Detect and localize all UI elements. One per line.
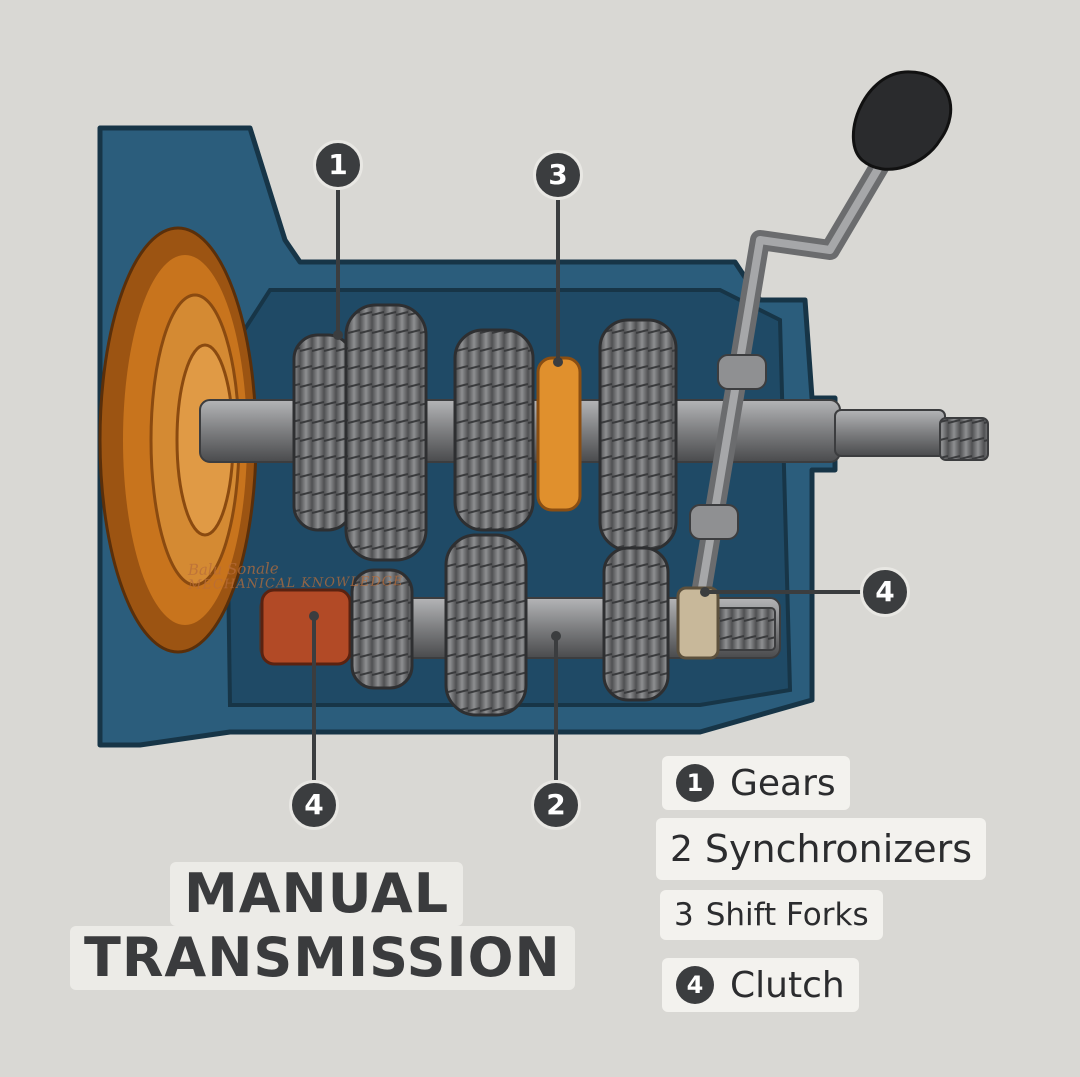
callout-gears: 1 — [313, 140, 363, 190]
watermark: Balu Sonale MECHANICAL KNOWLEDGE — [187, 559, 404, 593]
gear-4 — [598, 318, 678, 552]
callout-countershaft: 2 — [531, 780, 581, 830]
lower-gear-2 — [444, 533, 528, 717]
callout-clutch: 4 — [289, 780, 339, 830]
lower-gear-1 — [350, 568, 414, 690]
page-title-line2: TRANSMISSION — [70, 926, 575, 990]
callout-synchronizer: 3 — [533, 150, 583, 200]
gear-1 — [292, 333, 354, 532]
legend-label: Clutch — [730, 964, 845, 1006]
callout-dots — [309, 330, 710, 641]
legend-item-clutch: 4 Clutch — [662, 958, 859, 1012]
lower-gear-3 — [602, 546, 670, 702]
callout-shift-fork: 4 — [860, 567, 910, 617]
synchronizer-ring — [536, 356, 582, 512]
legend-item-gears: 1 Gears — [662, 756, 850, 810]
shift-lever — [689, 70, 953, 610]
legend-label: Gears — [730, 762, 836, 804]
legend-item-synchronizers: 2 Synchronizers — [656, 818, 987, 880]
flywheel — [98, 226, 258, 654]
legend-number: 3 — [674, 897, 694, 933]
callout-leaders — [312, 190, 862, 780]
page-title-line1: MANUAL — [170, 862, 464, 926]
output-shaft — [834, 409, 946, 457]
gear-2 — [344, 303, 428, 562]
legend-badge: 1 — [676, 764, 714, 802]
output-spline — [939, 417, 989, 461]
gear-3 — [453, 328, 535, 532]
legend-label: Synchronizers — [704, 827, 973, 871]
legend-number: 2 — [670, 828, 693, 870]
legend-badge: 4 — [676, 966, 714, 1004]
legend-item-shift-forks: 3 Shift Forks — [660, 890, 883, 940]
shift-knob — [851, 70, 953, 171]
clutch-collar — [260, 588, 352, 666]
shift-fork — [676, 586, 720, 660]
legend-label: Shift Forks — [705, 897, 869, 933]
